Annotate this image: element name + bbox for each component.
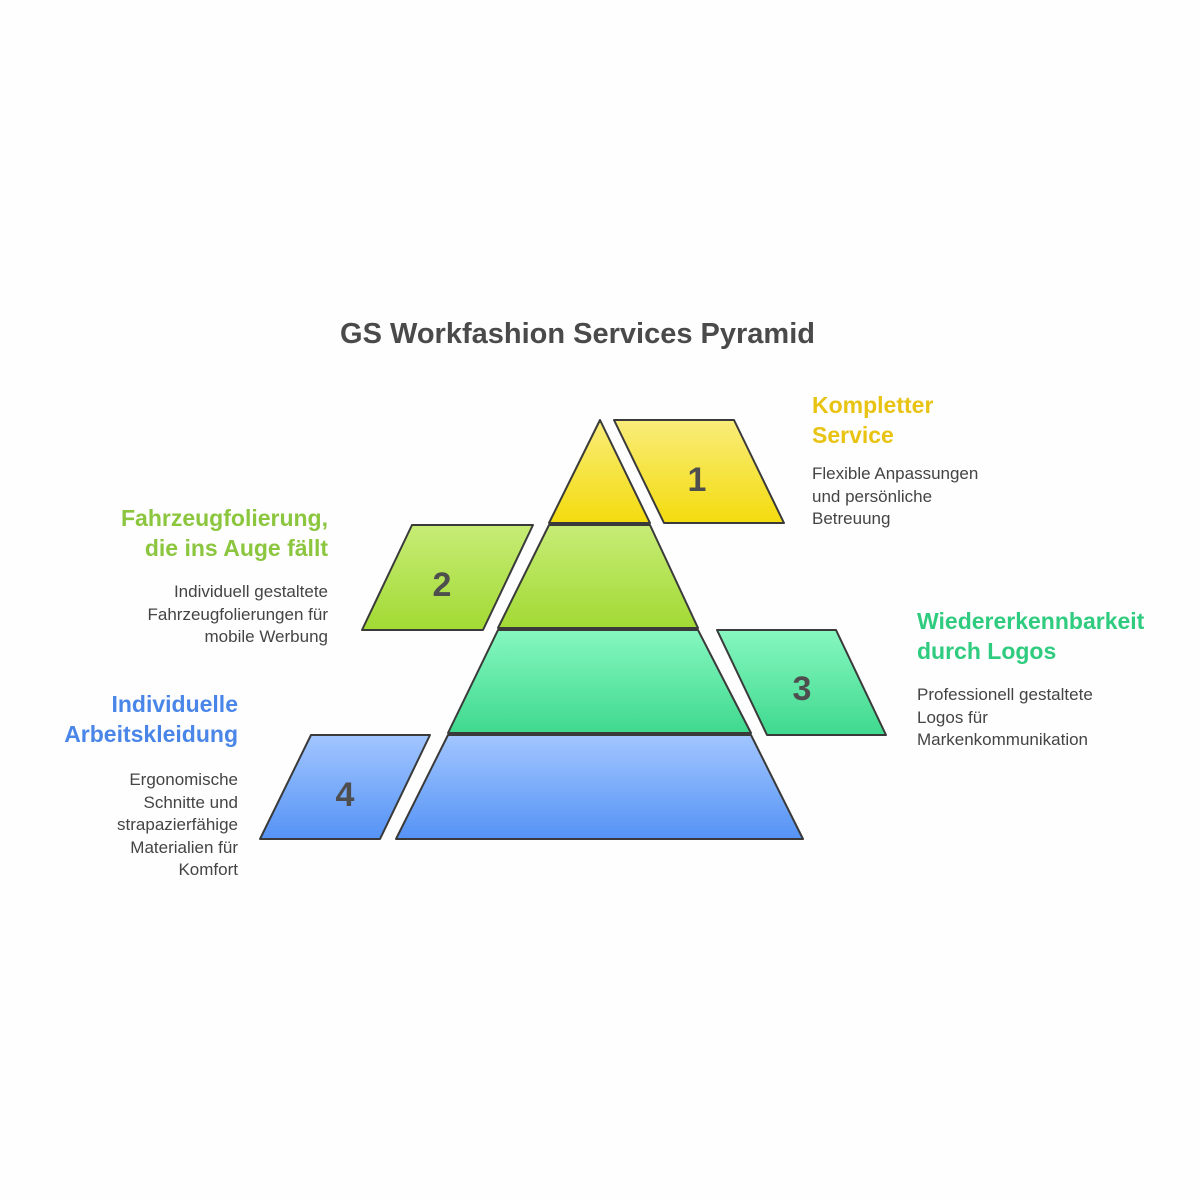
level-1-label: Kompletter Service Flexible Anpassungen … — [812, 390, 1032, 531]
level-1-description: Flexible Anpassungen und persönliche Bet… — [812, 464, 979, 528]
level-3-heading: Wiedererkennbarkeit durch Logos — [917, 608, 1145, 664]
number-tile-2 — [361, 524, 534, 631]
pyramid-tier-4 — [395, 734, 804, 840]
level-3-label: Wiedererkennbarkeit durch Logos Professi… — [917, 606, 1187, 752]
pyramid-tier-2 — [497, 524, 699, 629]
number-tile-4 — [259, 734, 431, 840]
number-tile-1 — [613, 419, 785, 524]
number-tile-3 — [716, 629, 887, 736]
level-4-label: Individuelle Arbeitskleidung Ergonomisch… — [20, 689, 238, 882]
number-2: 2 — [433, 566, 452, 604]
level-2-label: Fahrzeugfolierung, die ins Auge fällt In… — [60, 503, 328, 649]
level-2-heading: Fahrzeugfolierung, die ins Auge fällt — [121, 505, 328, 561]
pyramid-tier-1 — [548, 419, 651, 524]
level-4-heading: Individuelle Arbeitskleidung — [64, 691, 238, 747]
pyramid-tier-3 — [447, 629, 752, 734]
number-4: 4 — [336, 776, 355, 814]
level-4-description: Ergonomische Schnitte und strapazierfähi… — [117, 770, 238, 879]
level-1-heading: Kompletter Service — [812, 392, 934, 448]
number-3: 3 — [793, 670, 812, 708]
level-3-description: Professionell gestaltete Logos für Marke… — [917, 685, 1093, 749]
diagram-title: GS Workfashion Services Pyramid — [340, 318, 815, 350]
number-1: 1 — [688, 461, 707, 499]
level-2-description: Individuell gestaltete Fahrzeugfolierung… — [147, 582, 328, 646]
